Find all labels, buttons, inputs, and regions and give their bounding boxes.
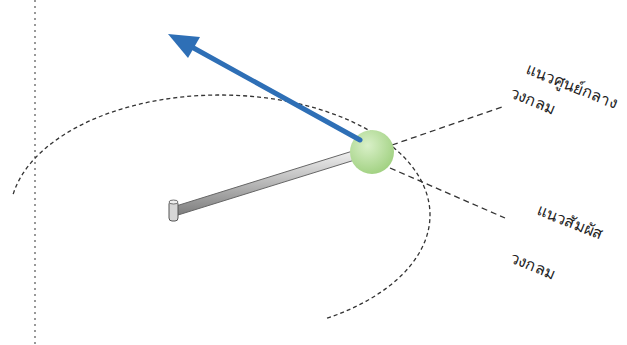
center-line bbox=[392, 106, 505, 145]
circular-path bbox=[13, 95, 430, 319]
velocity-arrow bbox=[168, 34, 360, 140]
line-label-continued: วงกลม bbox=[507, 248, 559, 284]
tangent-line bbox=[390, 168, 505, 218]
line-label: แนวสัมผัส bbox=[534, 200, 606, 244]
axis-line bbox=[34, 0, 35, 345]
rod bbox=[169, 150, 358, 221]
line-label-continued: วงกลม bbox=[507, 83, 559, 119]
